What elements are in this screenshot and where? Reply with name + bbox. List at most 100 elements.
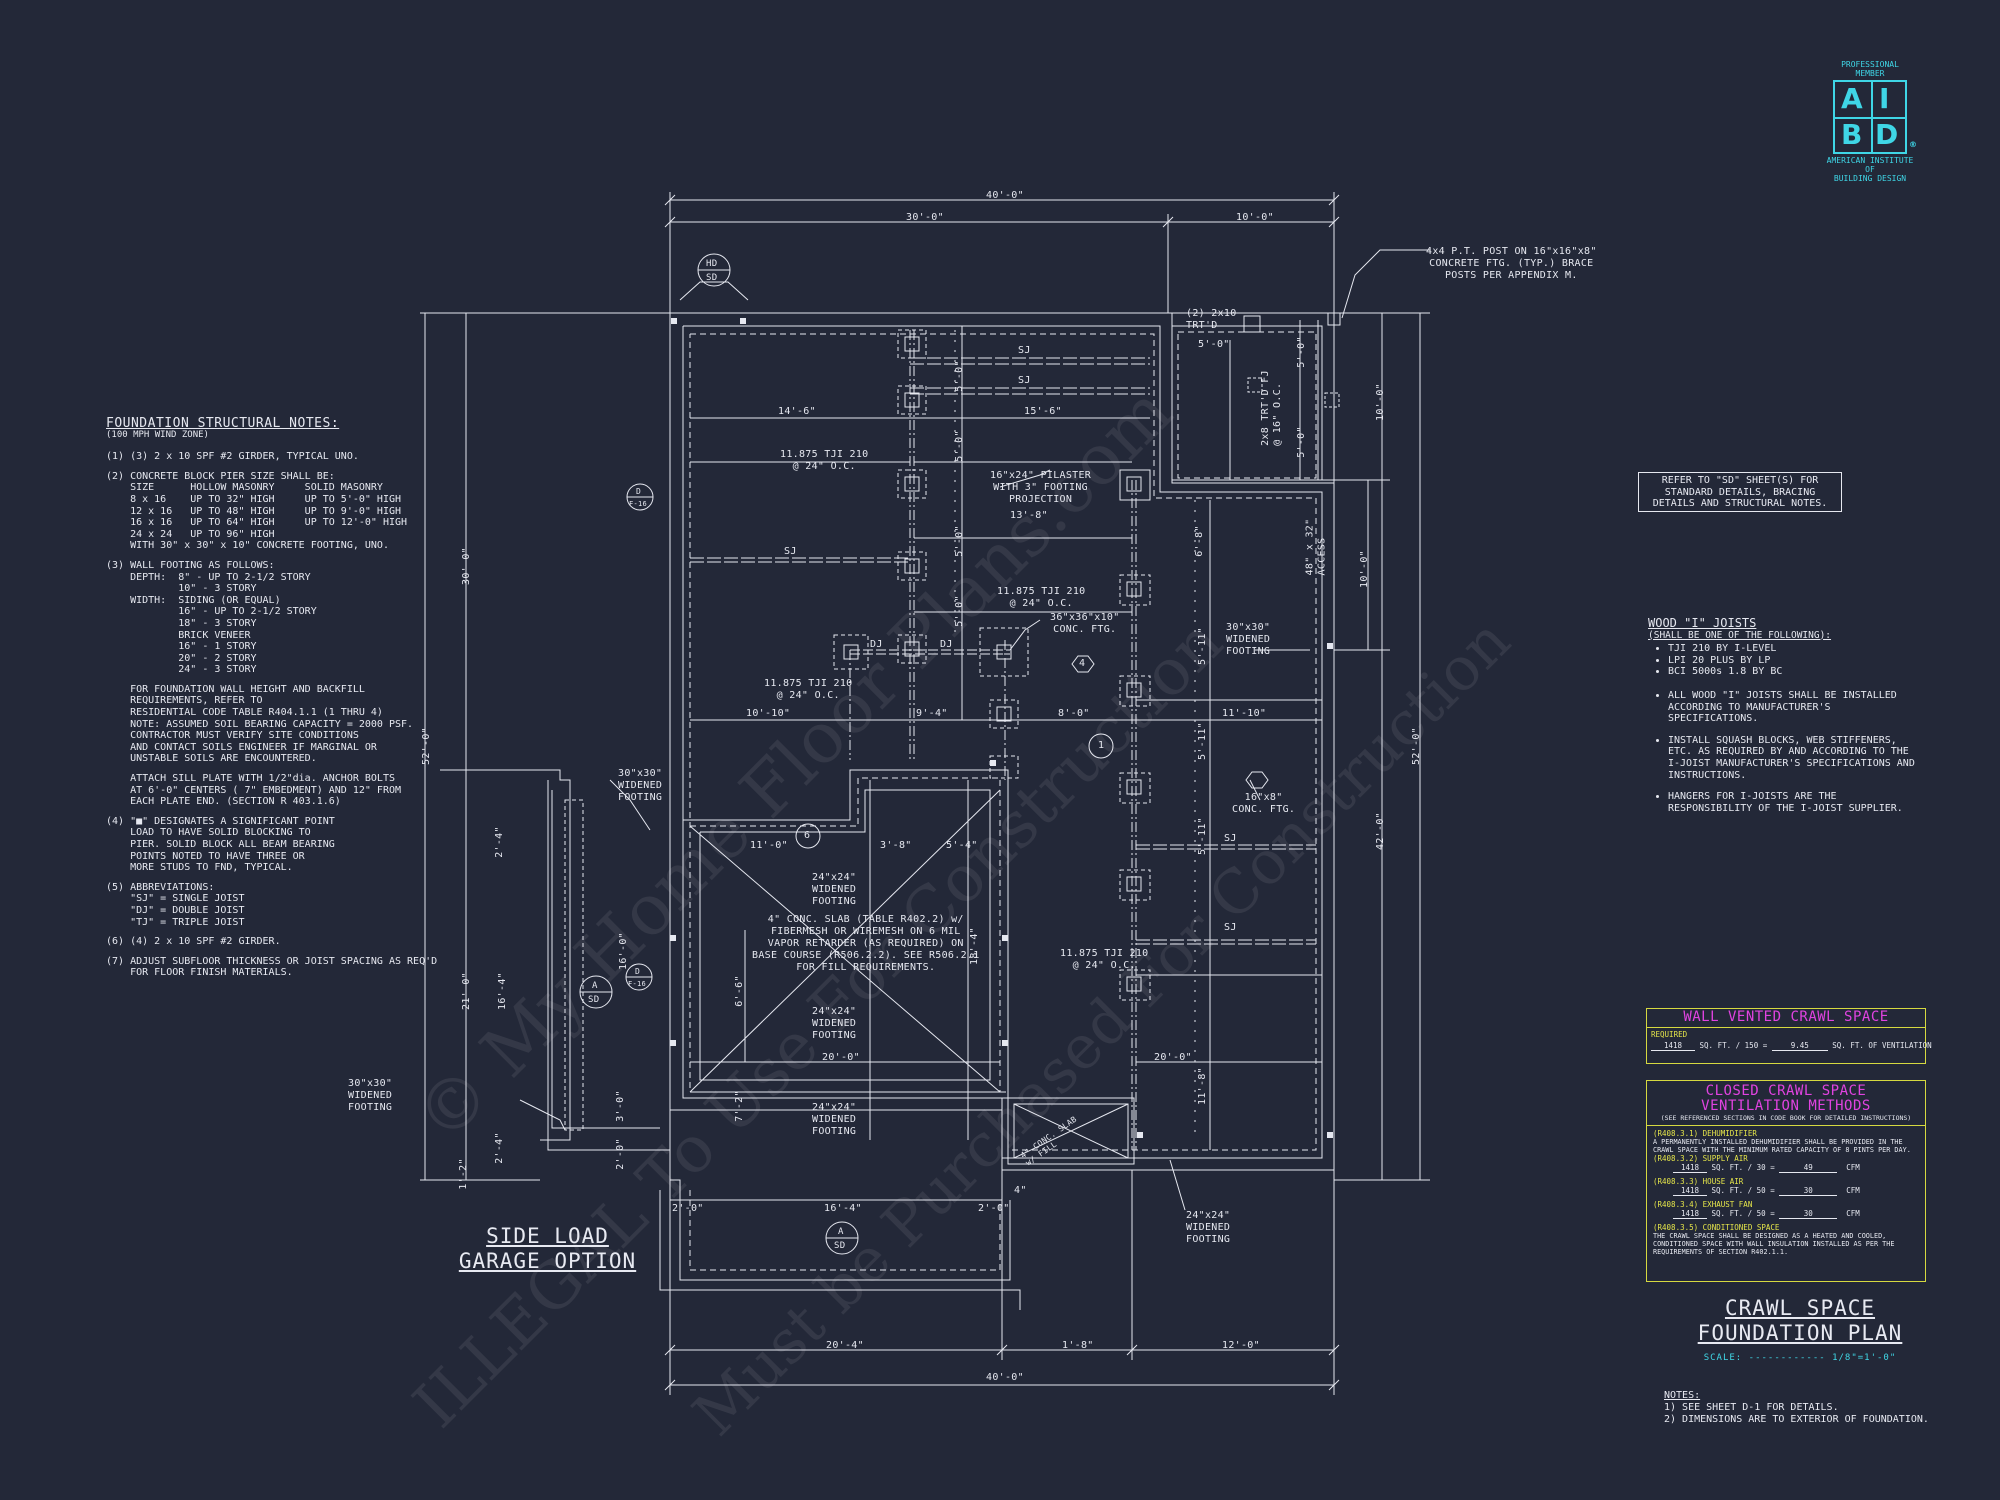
- foundation-note-line: FOR FOUNDATION WALL HEIGHT AND BACKFILL: [106, 683, 365, 695]
- foundation-note-line: [106, 808, 406, 816]
- joists-option: LPI 20 PLUS BY LP: [1668, 655, 1918, 667]
- tag-d-2: D: [635, 967, 641, 976]
- tag-a-1: A: [592, 981, 598, 991]
- dim-left-2-4a: 2'-4": [493, 826, 505, 858]
- dim-6-6: 6'-6": [733, 975, 745, 1007]
- foundation-note-line: 8 x 16 UP TO 32" HIGH UP TO 5'-0" HIGH: [106, 493, 402, 505]
- foundation-note-line: 24" - 3 STORY: [106, 664, 257, 676]
- plan-title-line2: FOUNDATION PLAN: [1697, 1321, 1903, 1345]
- slab-note: 4" CONC. SLAB (TABLE R402.2) w/ FIBERMES…: [752, 914, 980, 973]
- logo-letter-i: I: [1879, 82, 1890, 115]
- foundation-note-line: AT 6'-0" CENTERS ( 7" EMBEDMENT) AND 12"…: [106, 784, 402, 796]
- dim-5-0v1: 5'-0": [953, 360, 965, 392]
- foundation-note-line: (7) ADJUST SUBFLOOR THICKNESS OR JOIST S…: [106, 955, 438, 967]
- foundation-note-line: (6) (4) 2 x 10 SPF #2 GIRDER.: [106, 936, 281, 948]
- dim-5-0v2: 5'-0": [953, 430, 965, 462]
- dim-5-0c: 5'-0": [1295, 426, 1307, 458]
- sj-label-1: SJ: [1018, 345, 1031, 356]
- dim-5-0v4: 5'-0": [953, 595, 965, 627]
- bottom-note-line: 1) SEE SHEET D-1 FOR DETAILS.: [1664, 1402, 1839, 1413]
- logo-mark: A I B D ®: [1833, 80, 1917, 154]
- conditioned-space-code: (R408.3.5) CONDITIONED SPACE: [1653, 1223, 1780, 1232]
- dim-left-52: 52'-0": [420, 727, 432, 765]
- foundation-note-line: [106, 874, 406, 882]
- widened-footing-30-lower-left: 30"x30" WIDENED FOOTING: [348, 1078, 393, 1113]
- tji-note-2: 11.875 TJI 210 @ 24" O.C.: [997, 586, 1086, 609]
- dim-left-16-4: 16'-4": [496, 972, 508, 1010]
- foundation-note-line: [106, 676, 406, 684]
- exhaust-fan-area: 1418: [1673, 1209, 1707, 1219]
- widened-footing-24-3: 24"x24" WIDENED FOOTING: [812, 1102, 857, 1137]
- exhaust-fan-value: 30: [1779, 1209, 1838, 1219]
- house-air-unit: SQ. FT. / 50 =: [1711, 1186, 1775, 1195]
- wall-vented-required: REQUIRED: [1651, 1030, 1688, 1039]
- house-air-value: 30: [1779, 1186, 1838, 1196]
- logo-bottom-line1: AMERICAN INSTITUTE: [1826, 156, 1914, 165]
- dj-label-1: DJ: [870, 639, 883, 650]
- dim-11-0: 11'-0": [750, 840, 788, 851]
- logo-top-line2: MEMBER: [1855, 69, 1885, 78]
- supply-air-cfm: CFM: [1846, 1163, 1860, 1172]
- foundation-note-line: 16" - 1 STORY: [106, 641, 257, 653]
- logo-letter-b: B: [1841, 118, 1863, 151]
- closed-crawl-subtitle: (SEE REFERENCED SECTIONS IN CODE BOOK FO…: [1647, 1114, 1925, 1126]
- sj-label-3: SJ: [784, 546, 797, 557]
- foundation-note-line: WITH 30" x 30" x 10" CONCRETE FOOTING, U…: [106, 540, 389, 552]
- house-air-calc: 1418 SQ. FT. / 50 = 30 CFM: [1653, 1186, 1919, 1196]
- dim-top-overall: 40'-0": [986, 190, 1024, 201]
- dim-15-6: 15'-6": [1024, 406, 1062, 417]
- foundation-notes-lines: (1) (3) 2 x 10 SPF #2 GIRDER, TYPICAL UN…: [106, 451, 438, 979]
- dim-5-11c: 5'-11": [1196, 817, 1208, 855]
- dehumidifier-text: A PERMANENTLY INSTALLED DEHUMIDIFIER SHA…: [1653, 1138, 1911, 1154]
- foundation-note-line: SIZE HOLLOW MASONRY SOLID MASONRY: [106, 482, 383, 494]
- dim-2-0c: 2'-0": [978, 1203, 1010, 1214]
- tji-note-1: 11.875 TJI 210 @ 24" O.C.: [780, 449, 869, 472]
- bottom-note-line: 2) DIMENSIONS ARE TO EXTERIOR OF FOUNDAT…: [1664, 1414, 1929, 1425]
- bottom-notes-title: NOTES:: [1664, 1390, 1701, 1401]
- foundation-note-line: (2) CONCRETE BLOCK PIER SIZE SHALL BE:: [106, 470, 335, 482]
- foundation-note-line: BRICK VENEER: [106, 629, 251, 641]
- foundation-note-line: [106, 463, 406, 471]
- plan-title: CRAWL SPACE FOUNDATION PLAN SCALE: -----…: [1680, 1296, 1920, 1371]
- dim-8-0: 8'-0": [1058, 708, 1090, 719]
- wall-vented-result: 9.45: [1771, 1041, 1828, 1051]
- sj-label-5: SJ: [1224, 922, 1237, 933]
- dim-10-10: 10'-10": [746, 708, 791, 719]
- closed-crawl-space-box: CLOSED CRAWL SPACE VENTILATION METHODS (…: [1646, 1080, 1926, 1282]
- foundation-note-line: [106, 765, 406, 773]
- dim-5-0b: 5'-0": [1295, 336, 1307, 368]
- sj-label-4: SJ: [1224, 833, 1237, 844]
- foundation-notes-title: FOUNDATION STRUCTURAL NOTES:: [106, 416, 340, 431]
- plan-title-line1: CRAWL SPACE: [1724, 1296, 1876, 1320]
- joists-notes-list: ALL WOOD "I" JOISTS SHALL BE INSTALLED A…: [1648, 690, 1918, 814]
- dim-3-0: 3'-0": [614, 1090, 626, 1122]
- foundation-note-line: DEPTH: 8" - UP TO 2-1/2 STORY: [106, 571, 311, 583]
- foundation-note-line: 10" - 3 STORY: [106, 583, 257, 595]
- foundation-note-line: POINTS NOTED TO HAVE THREE OR: [106, 850, 305, 862]
- wall-vented-calc: 1418 SQ. FT. / 150 = 9.45 SQ. FT. OF VEN…: [1647, 1039, 1932, 1053]
- garage-line2: GARAGE OPTION: [458, 1249, 637, 1273]
- foundation-note-line: "DJ" = DOUBLE JOIST: [106, 904, 245, 916]
- tag-a-2: A: [838, 1227, 844, 1237]
- dim-bottom-right: 12'-0": [1222, 1340, 1260, 1351]
- foundation-note-line: [106, 552, 406, 560]
- foundation-note-line: PIER. SOLID BLOCK ALL BEAM BEARING: [106, 839, 335, 850]
- dim-right-52: 52'-0": [1410, 727, 1422, 765]
- supply-air-unit: SQ. FT. / 30 =: [1711, 1163, 1775, 1172]
- dim-13-8: 13'-8": [1010, 510, 1048, 521]
- dim-bottom-overall: 40'-0": [986, 1372, 1024, 1383]
- dim-left-2-4b: 2'-4": [493, 1132, 505, 1164]
- refer-sd-note: REFER TO "SD" SHEET(S) FOR STANDARD DETA…: [1638, 472, 1842, 512]
- logo-letter-a: A: [1841, 82, 1863, 115]
- dim-left-30: 30'-0": [460, 547, 472, 585]
- tag-f16-2: F-16: [628, 980, 647, 988]
- foundation-note-line: ATTACH SILL PLATE WITH 1/2"dia. ANCHOR B…: [106, 773, 395, 785]
- foundation-structural-notes: FOUNDATION STRUCTURAL NOTES: (100 MPH WI…: [106, 416, 438, 979]
- joists-note: INSTALL SQUASH BLOCKS, WEB STIFFENERS, E…: [1668, 735, 1918, 781]
- foundation-note-line: AND CONTACT SOILS ENGINEER IF MARGINAL O…: [106, 741, 377, 753]
- dim-right-10a: 10'-0": [1374, 383, 1386, 421]
- garage-slab: [683, 769, 1009, 1099]
- foundation-note-line: REQUIREMENTS, REFER TO: [106, 695, 263, 707]
